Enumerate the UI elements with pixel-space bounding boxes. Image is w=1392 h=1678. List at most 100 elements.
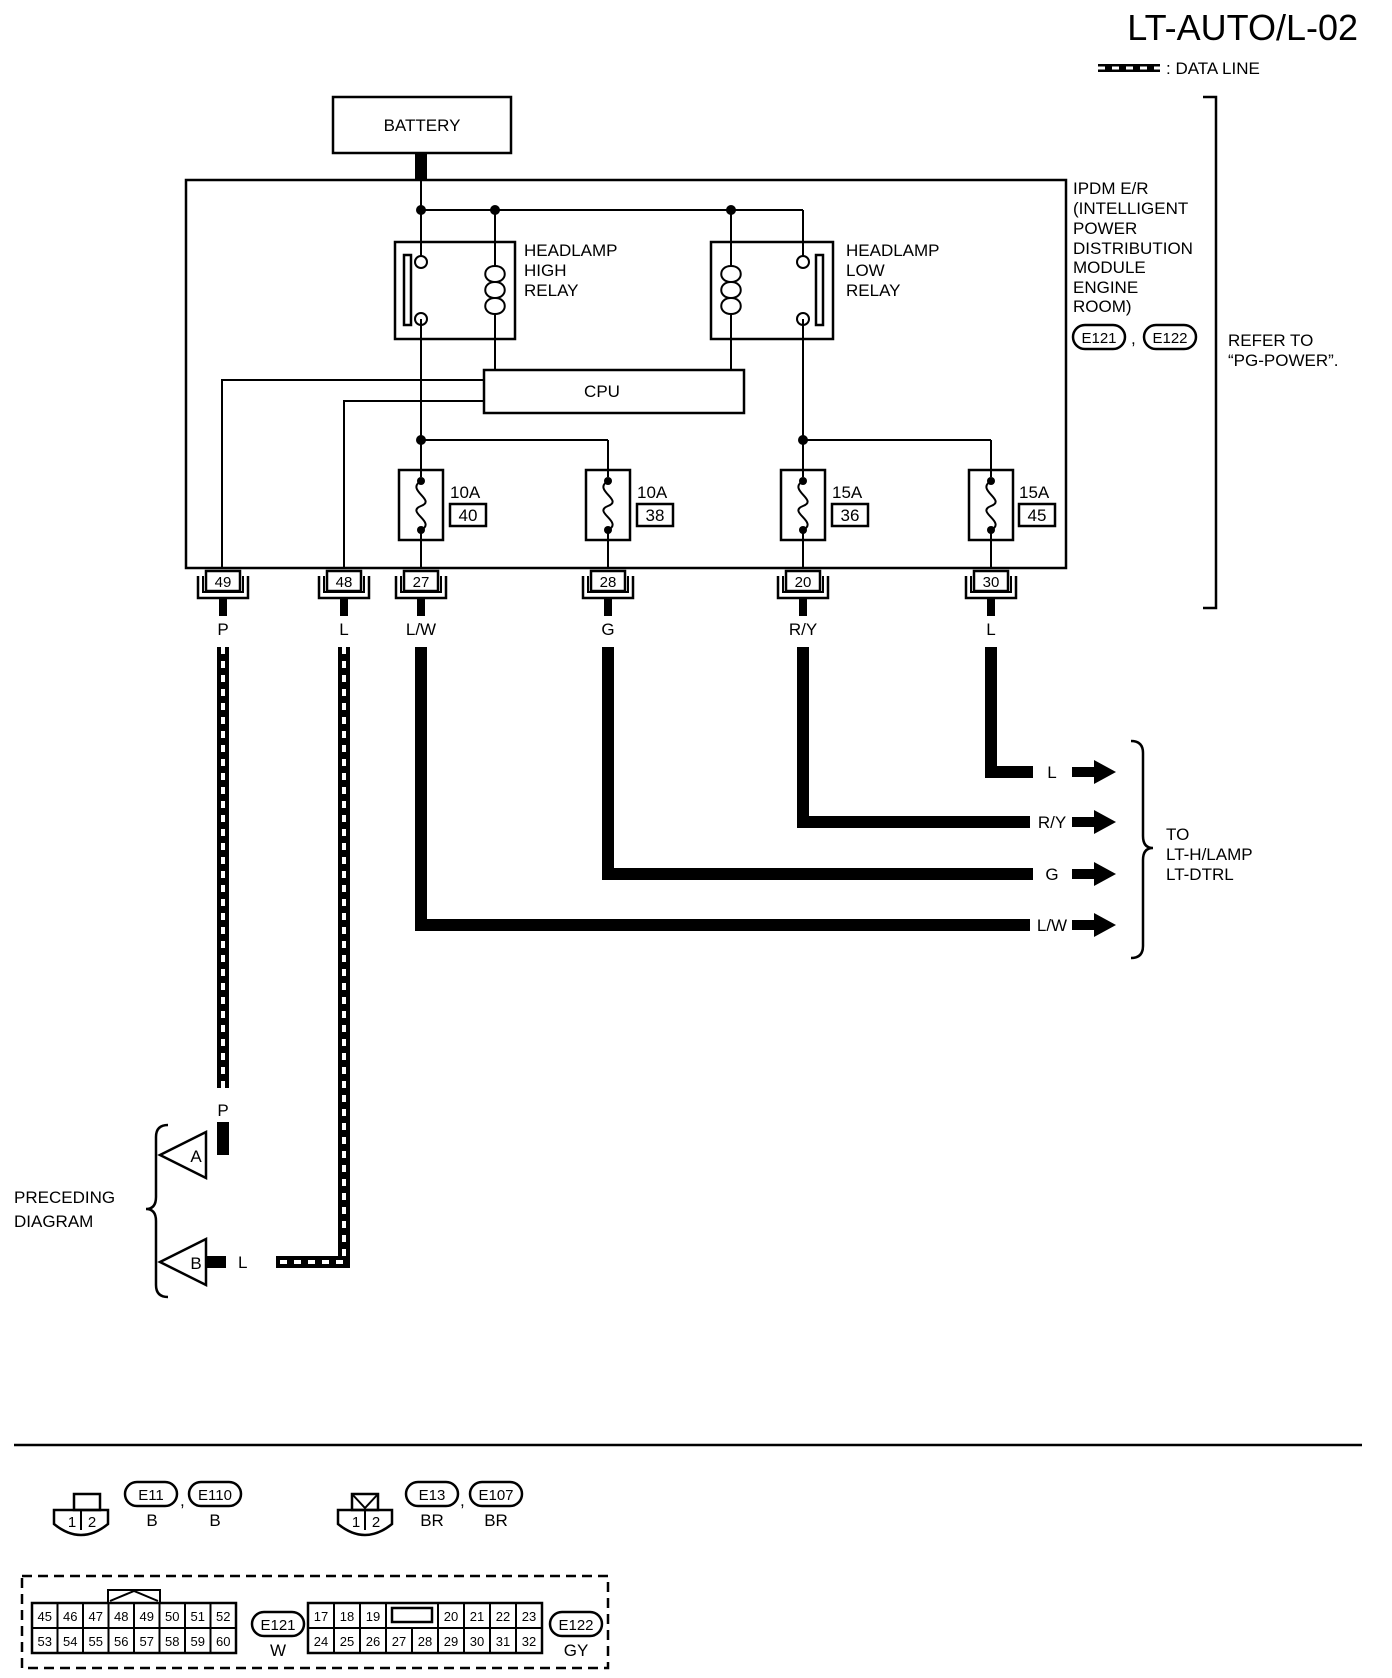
pin-label: 52 xyxy=(216,1609,230,1624)
terminal-20: 20 R/Y xyxy=(776,569,830,639)
svg-text:2: 2 xyxy=(372,1514,380,1531)
svg-text:RELAY: RELAY xyxy=(846,281,901,300)
pin-label: 23 xyxy=(522,1609,536,1624)
svg-text:POWER: POWER xyxy=(1073,219,1137,238)
pin-label: 27 xyxy=(392,1634,406,1649)
svg-text:2: 2 xyxy=(88,1514,96,1531)
terminal-28: 28 G xyxy=(581,569,635,639)
output-bracket xyxy=(1130,739,1154,960)
svg-text:LOW: LOW xyxy=(846,261,885,280)
pin-label: 58 xyxy=(165,1634,179,1649)
svg-text:HIGH: HIGH xyxy=(524,261,567,280)
pin-label: 17 xyxy=(314,1609,328,1624)
svg-text:28: 28 xyxy=(600,574,617,591)
svg-text:45: 45 xyxy=(1028,506,1047,525)
fuse-to-terminal-wires xyxy=(420,530,992,568)
svg-text:HEADLAMP: HEADLAMP xyxy=(524,241,618,260)
pin-label: 29 xyxy=(444,1634,458,1649)
svg-text:TO: TO xyxy=(1166,825,1189,844)
svg-text:27: 27 xyxy=(413,574,430,591)
svg-text:MODULE: MODULE xyxy=(1073,258,1146,277)
pin-label: 50 xyxy=(165,1609,179,1624)
headlamp-high-relay-label: HEADLAMP HIGH RELAY xyxy=(524,241,618,300)
key-slot xyxy=(390,1606,434,1624)
svg-text:B: B xyxy=(190,1254,201,1273)
svg-text:49: 49 xyxy=(215,574,232,591)
svg-text:REFER TO: REFER TO xyxy=(1228,331,1313,350)
svg-text:L: L xyxy=(986,620,995,639)
pin-label: 46 xyxy=(63,1609,77,1624)
wire-label-p-bottom: P xyxy=(217,1101,228,1120)
svg-text:E122: E122 xyxy=(558,1617,593,1634)
svg-text:PRECEDING: PRECEDING xyxy=(14,1188,115,1207)
pin-label: 18 xyxy=(340,1609,354,1624)
ipdm-label: IPDM E/R (INTELLIGENT POWER DISTRIBUTION… xyxy=(1073,179,1193,316)
svg-text:E121: E121 xyxy=(1081,330,1116,347)
cpu-label: CPU xyxy=(584,382,620,401)
connector-view-e13-e107: 1 2 E13 BR , E107 BR xyxy=(336,1480,524,1537)
svg-text:ROOM): ROOM) xyxy=(1073,297,1132,316)
data-line-l xyxy=(206,647,350,1268)
preceding-bracket xyxy=(145,1123,169,1299)
svg-text:ENGINE: ENGINE xyxy=(1073,278,1138,297)
ipdm-connector-e122-tag: E122 xyxy=(1142,323,1198,351)
output-wire-lw xyxy=(415,647,1030,931)
pin-label: 55 xyxy=(89,1634,103,1649)
output-labels: L R/Y G L/W xyxy=(1032,760,1072,937)
svg-text:P: P xyxy=(217,620,228,639)
pin-label: 22 xyxy=(496,1609,510,1624)
svg-text:,: , xyxy=(180,1491,185,1510)
fuse-40: 10A 40 xyxy=(397,468,488,542)
connector-view-e11-e110: 1 2 E11 B , E110 B xyxy=(52,1480,243,1537)
svg-text:15A: 15A xyxy=(1019,483,1050,502)
svg-text:“PG-POWER”.: “PG-POWER”. xyxy=(1228,351,1339,370)
svg-text:RELAY: RELAY xyxy=(524,281,579,300)
ipdm-connector-outline xyxy=(20,1574,610,1670)
data-line-legend-text: : DATA LINE xyxy=(1166,59,1260,78)
svg-text:,: , xyxy=(460,1491,465,1510)
fuse-38: 10A 38 xyxy=(584,468,675,542)
svg-text:BR: BR xyxy=(420,1511,444,1530)
svg-text:40: 40 xyxy=(459,506,478,525)
pin-label: 54 xyxy=(63,1634,77,1649)
output-wire-g xyxy=(602,647,1033,880)
output-arrows xyxy=(1072,760,1116,937)
output-destination: TO LT-H/LAMP LT-DTRL xyxy=(1166,825,1253,884)
pin-label: 57 xyxy=(140,1634,154,1649)
connector-e122-tag: E122 GY xyxy=(548,1610,604,1660)
internal-power-bus xyxy=(416,180,804,262)
svg-text:30: 30 xyxy=(983,574,1000,591)
pin-label: 30 xyxy=(470,1634,484,1649)
pin-label: 26 xyxy=(366,1634,380,1649)
pin-label: 45 xyxy=(38,1609,52,1624)
pin-label: 32 xyxy=(522,1634,536,1649)
ipdm-bracket xyxy=(1203,95,1218,610)
off-page-connector-b: B xyxy=(157,1236,208,1288)
pin-label: 59 xyxy=(191,1634,205,1649)
svg-text:20: 20 xyxy=(795,574,812,591)
pin-label: 31 xyxy=(496,1634,510,1649)
svg-text:48: 48 xyxy=(336,574,353,591)
headlamp-low-relay-label: HEADLAMP LOW RELAY xyxy=(846,241,940,300)
fuse-feeds xyxy=(416,319,992,477)
ipdm-connector-e121-tag: E121 xyxy=(1071,323,1127,351)
fuse-45: 15A 45 xyxy=(967,468,1057,542)
svg-text:A: A xyxy=(190,1147,202,1166)
svg-text:E107: E107 xyxy=(478,1487,513,1504)
svg-text:G: G xyxy=(1045,865,1058,884)
pin-label: 47 xyxy=(89,1609,103,1624)
pin-label: 60 xyxy=(216,1634,230,1649)
output-wire-ry xyxy=(797,647,1030,828)
svg-text:LT-H/LAMP: LT-H/LAMP xyxy=(1166,845,1253,864)
pin-label: 19 xyxy=(366,1609,380,1624)
svg-text:36: 36 xyxy=(841,506,860,525)
svg-text:HEADLAMP: HEADLAMP xyxy=(846,241,940,260)
svg-text:W: W xyxy=(270,1641,286,1660)
headlamp-high-relay xyxy=(393,240,517,341)
page-id: LT-AUTO/L-02 xyxy=(1127,7,1358,48)
fuse-36: 15A 36 xyxy=(779,468,870,542)
svg-text:DIAGRAM: DIAGRAM xyxy=(14,1212,93,1231)
output-wire-l xyxy=(985,647,1033,778)
